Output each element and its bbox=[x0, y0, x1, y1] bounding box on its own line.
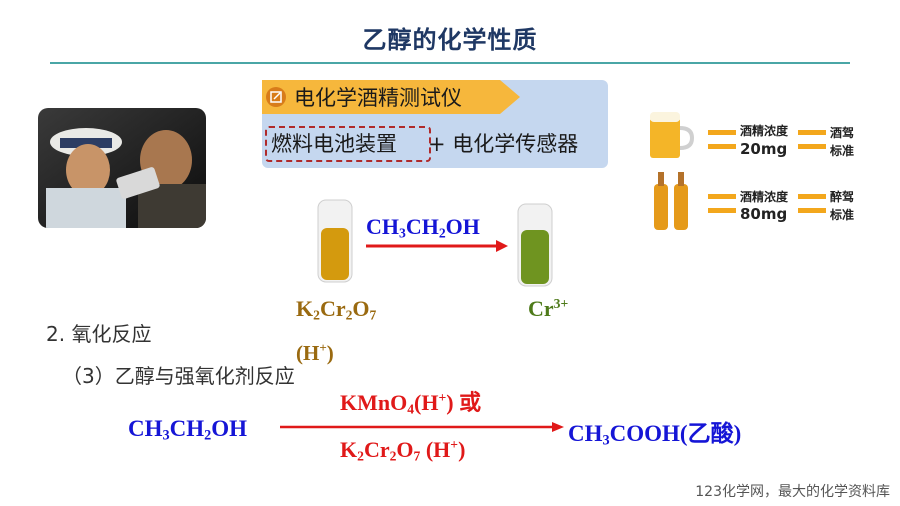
title-divider bbox=[50, 62, 850, 64]
reaction2-arrow bbox=[280, 422, 564, 432]
legend-row1-value: 20mg bbox=[740, 140, 788, 158]
dichromate-test-tube bbox=[317, 199, 353, 283]
alcohol-limit-legend bbox=[650, 112, 826, 230]
page-title: 乙醇的化学性质 bbox=[362, 26, 538, 54]
dichromate-formula: K2Cr2O7 bbox=[296, 296, 377, 323]
fuel-cell-label: 燃料电池装置 bbox=[271, 132, 397, 156]
breathalyzer-photo bbox=[38, 108, 206, 228]
legend-row1-label: 酒精浓度 bbox=[740, 124, 789, 138]
chromium-ion-formula: Cr3+ bbox=[528, 296, 569, 322]
legend-row1-verdict2: 标准 bbox=[830, 144, 855, 158]
fuel-cell-highlight bbox=[265, 126, 431, 162]
legend-row1-verdict1: 酒驾 bbox=[830, 126, 855, 140]
legend-row2-verdict1: 醉驾 bbox=[830, 190, 855, 204]
footer-source: 123化学网，最大的化学资料库 bbox=[695, 484, 890, 500]
beer-bottles-icon bbox=[654, 172, 688, 230]
section-heading-oxidation: 2. 氧化反应 bbox=[46, 322, 152, 346]
ethanol-formula: CH3CH2OH bbox=[128, 416, 248, 444]
subsection-heading: （3）乙醇与强氧化剂反应 bbox=[62, 364, 295, 388]
sensor-banner-title: 电化学酒精测试仪 bbox=[294, 86, 462, 110]
ethanol-reagent: CH3CH2OH bbox=[366, 214, 480, 241]
beer-glass-icon bbox=[650, 112, 695, 158]
sensor-label: + 电化学传感器 bbox=[428, 132, 579, 156]
edit-icon bbox=[266, 87, 286, 107]
banner-shape bbox=[262, 80, 520, 114]
permanganate-condition: KMnO4(H+) 或 bbox=[340, 389, 482, 417]
dichromate-condition: K2Cr2O7 (H+) bbox=[340, 437, 466, 464]
chromium-test-tube bbox=[517, 203, 553, 287]
acetic-acid-formula: CH3COOH(乙酸) bbox=[568, 421, 742, 449]
legend-row2-value: 80mg bbox=[740, 205, 788, 223]
acid-condition: (H+) bbox=[296, 340, 334, 365]
reaction1-diagram bbox=[317, 199, 553, 287]
legend-row2-verdict2: 标准 bbox=[830, 208, 855, 222]
legend-row2-label: 酒精浓度 bbox=[740, 190, 789, 204]
